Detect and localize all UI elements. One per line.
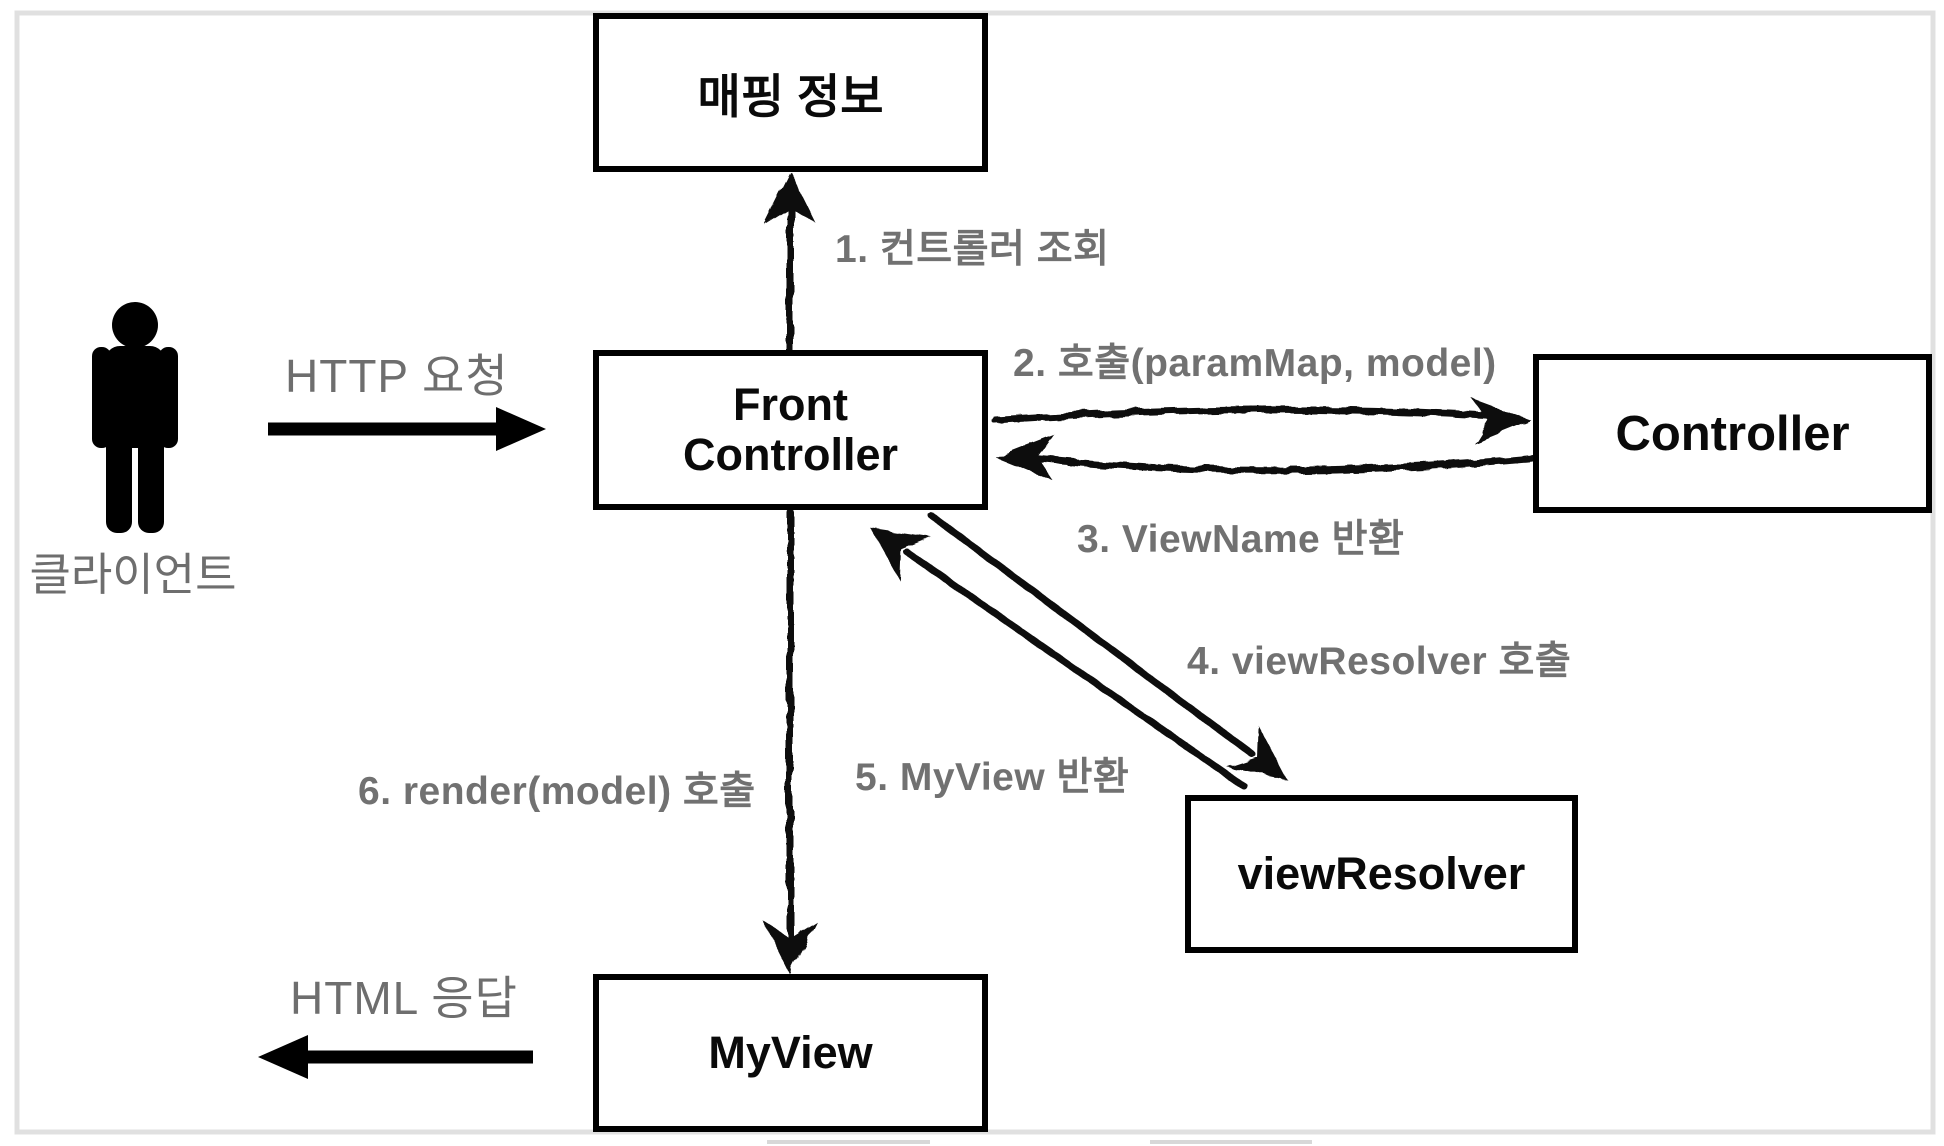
view-resolver-label: viewResolver [1237,848,1526,899]
mapping-info-box: 매핑 정보 [593,13,988,172]
front-controller-label: Front Controller [682,378,898,480]
front-controller-box: Front Controller [593,350,988,510]
controller-box: Controller [1533,354,1932,513]
my-view-box: MyView [593,974,988,1132]
step1-label: 1. 컨트롤러 조회 [835,228,1110,271]
view-resolver-box: viewResolver [1185,795,1578,953]
person-icon [92,302,178,533]
step3-label: 3. ViewName 반환 [1077,518,1405,561]
html-response-arrow [258,1035,533,1079]
step2-label: 2. 호출(paramMap, model) [1013,342,1497,385]
http-request-arrow [268,407,546,451]
step5-myview-return-arrow [871,528,1249,791]
step4-viewresolver-arrow [928,512,1287,780]
step3-return-arrow [995,433,1537,481]
http-request-label: HTTP 요청 [285,350,509,402]
controller-label: Controller [1615,406,1850,461]
step6-label: 6. render(model) 호출 [358,770,756,813]
step1-lookup-arrow [763,170,817,356]
step5-label: 5. MyView 반환 [855,756,1130,799]
mapping-info-label: 매핑 정보 [697,70,884,123]
html-response-label: HTML 응답 [290,972,518,1024]
my-view-label: MyView [708,1027,873,1078]
step4-label: 4. viewResolver 호출 [1187,640,1572,683]
client-label: 클라이언트 [29,549,237,600]
step2-call-arrow [991,397,1531,444]
step6-render-arrow [763,508,817,975]
